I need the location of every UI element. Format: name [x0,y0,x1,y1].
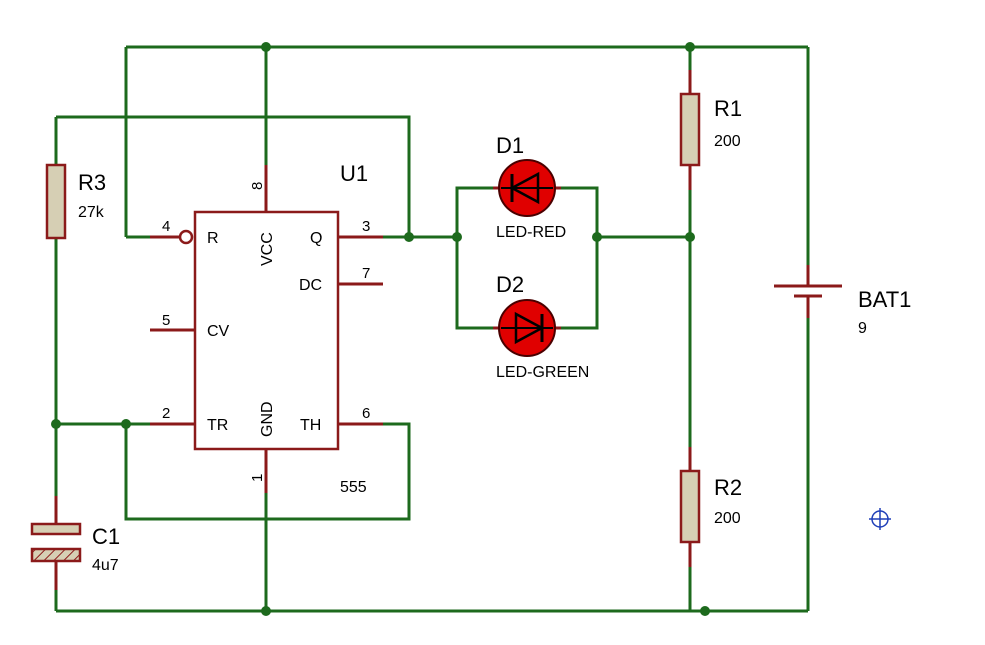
pin-label-gnd: GND [259,401,276,437]
pin-label-r: R [207,230,219,247]
pin-label-dc: DC [299,277,322,294]
led-d1[interactable]: D1 LED-RED [493,133,566,241]
resistor-r3[interactable]: R3 27k [45,163,106,240]
pin-number-6: 6 [362,405,370,422]
r1-ref: R1 [714,96,742,121]
resistor-r1[interactable]: R1 200 [679,70,742,190]
r3-value: 27k [78,204,105,221]
junctions [51,42,710,616]
crosshair-cursor-icon [869,508,891,530]
u1-part: 555 [340,479,367,496]
c1-value: 4u7 [92,557,119,574]
bat1-value: 9 [858,320,867,337]
pin-label-tr: TR [207,417,228,434]
pin-number-8: 8 [249,182,266,190]
c1-ref: C1 [92,524,120,549]
bat1-ref: BAT1 [858,287,911,312]
timer-555-u1[interactable]: U1 555 R CV TR Q DC TH VCC GND 4 5 2 3 7… [150,161,383,496]
battery-bat1[interactable]: BAT1 9 [774,265,911,337]
inverted-pin-bubble [178,229,194,245]
pin-label-q: Q [310,230,322,247]
r2-ref: R2 [714,475,742,500]
r1-value: 200 [714,133,741,150]
wires [54,45,810,613]
pin-number-1: 1 [249,474,266,482]
led-d2[interactable]: D2 LED-GREEN [493,272,589,381]
d1-value: LED-RED [496,224,566,241]
pin-number-4: 4 [162,218,170,235]
r2-value: 200 [714,510,741,527]
capacitor-c1[interactable]: C1 4u7 [30,496,120,590]
r3-ref: R3 [78,170,106,195]
pin-number-2: 2 [162,405,170,422]
pin-label-vcc: VCC [259,232,276,266]
d1-ref: D1 [496,133,524,158]
pin-label-cv: CV [207,323,230,340]
resistor-r2[interactable]: R2 200 [679,447,742,567]
d2-ref: D2 [496,272,524,297]
u1-ref: U1 [340,161,368,186]
pin-number-3: 3 [362,218,370,235]
pin-number-5: 5 [162,312,170,329]
pin-label-th: TH [300,417,321,434]
d2-value: LED-GREEN [496,364,589,381]
pin-number-7: 7 [362,265,370,282]
